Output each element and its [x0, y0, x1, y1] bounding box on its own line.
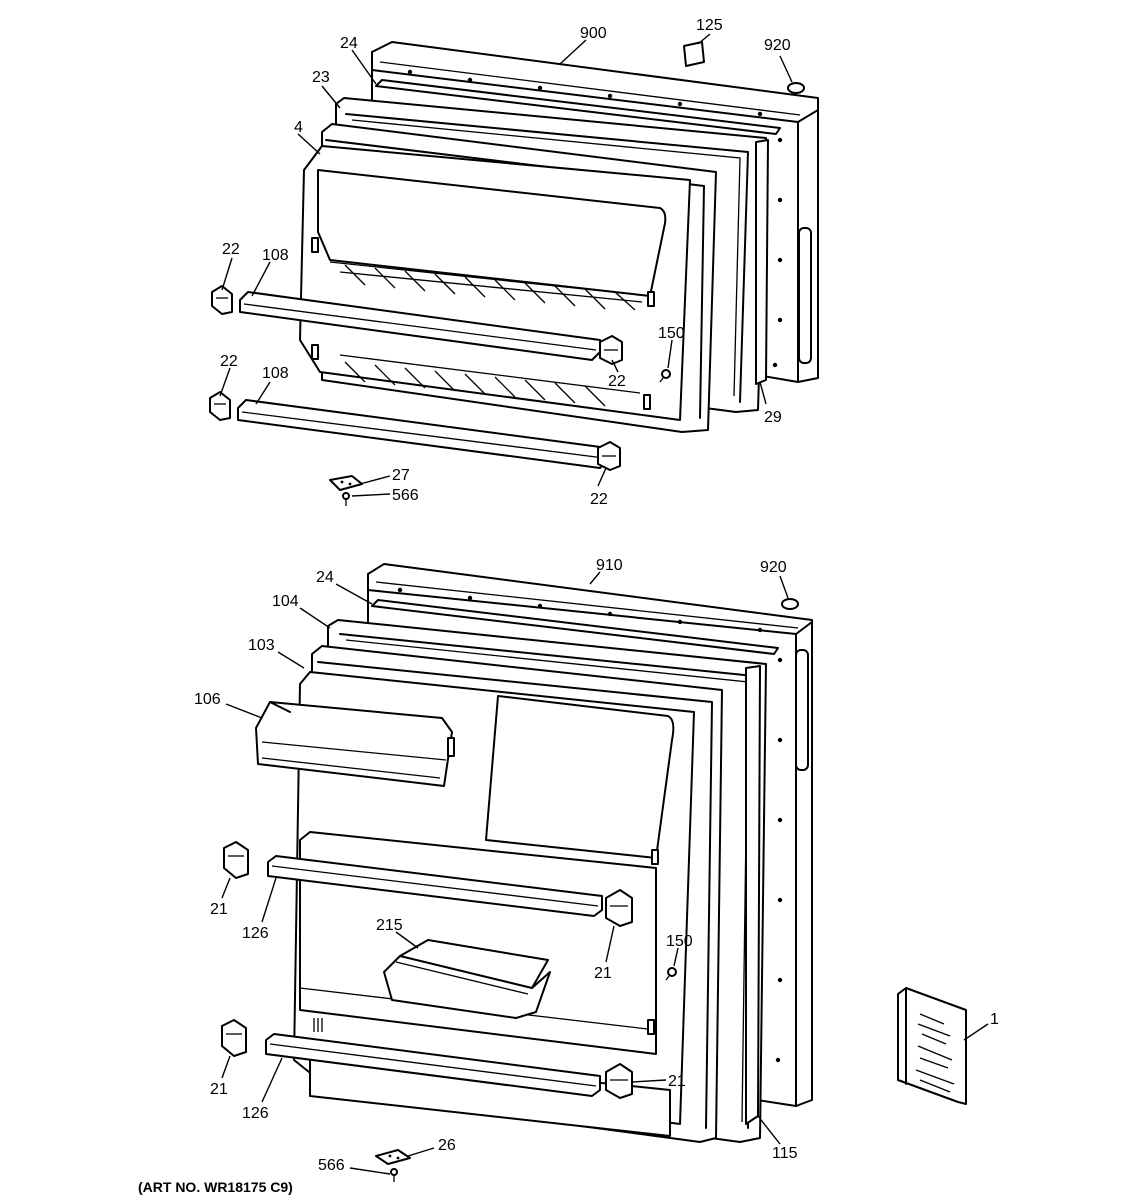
callout-22-c: 22: [608, 373, 626, 390]
callout-566-top: 566: [392, 487, 419, 504]
owners-manual: [897, 987, 967, 1105]
callout-900: 900: [580, 25, 607, 42]
callout-566-bottom: 566: [318, 1157, 345, 1174]
freezer-hinge-part: [329, 475, 363, 491]
fresh-food-side-trim: [745, 665, 761, 1125]
callout-21-c: 21: [210, 1081, 228, 1098]
fresh-food-shelf-upper: [267, 855, 603, 917]
freezer-clip-upper-right: [599, 335, 623, 365]
fresh-food-dairy-door: [255, 701, 455, 787]
fresh-food-callouts: 910 920 24 104 103 106 21 126 215 150 21…: [194, 557, 798, 1174]
freezer-callouts: 900 125 920 24 23 4 22 108 22 108 150 22…: [220, 17, 791, 508]
callout-126-b: 126: [242, 1105, 269, 1122]
callout-24-top: 24: [340, 35, 358, 52]
fresh-food-plug: [781, 598, 799, 610]
callout-104: 104: [272, 593, 299, 610]
callout-910: 910: [596, 557, 623, 574]
fresh-food-clip-upper-left: [223, 841, 249, 879]
callout-215: 215: [376, 917, 403, 934]
callout-21-d: 21: [668, 1073, 686, 1090]
callout-103: 103: [248, 637, 275, 654]
callout-108-a: 108: [262, 247, 289, 264]
callout-106: 106: [194, 691, 221, 708]
callout-920-top: 920: [764, 37, 791, 54]
freezer-clip-lower-right: [597, 441, 621, 471]
freezer-hinge-screw: [342, 492, 350, 506]
fresh-food-screw: [665, 967, 677, 981]
callout-1: 1: [990, 1011, 999, 1028]
callout-21-a: 21: [210, 901, 228, 918]
fresh-food-hinge-part: [375, 1149, 411, 1165]
callout-23: 23: [312, 69, 330, 86]
freezer-clip-upper-left: [211, 285, 233, 315]
callout-26: 26: [438, 1137, 456, 1154]
freezer-screw: [659, 369, 671, 383]
fresh-food-shelf-lower: [265, 1033, 601, 1097]
freezer-clip-lower-left: [209, 391, 231, 421]
fresh-food-egg-bin: [383, 939, 551, 1019]
fresh-food-clip-lower-right: [605, 1063, 633, 1099]
freezer-side-trim: [755, 139, 769, 385]
fresh-food-clip-lower-left: [221, 1019, 247, 1057]
callout-29: 29: [764, 409, 782, 426]
leader-lines: [219, 33, 989, 1175]
callout-108-b: 108: [262, 365, 289, 382]
callout-21-b: 21: [594, 965, 612, 982]
fresh-food-door-trim: [371, 599, 779, 655]
freezer-liner: [299, 123, 717, 433]
art-number-caption: (ART NO. WR18175 C9): [138, 1179, 293, 1195]
callout-22-a: 22: [222, 241, 240, 258]
callout-126-a: 126: [242, 925, 269, 942]
freezer-vent-plate: [683, 41, 705, 67]
callout-22-d: 22: [590, 491, 608, 508]
callout-115: 115: [772, 1145, 798, 1162]
freezer-plug: [787, 82, 805, 94]
callout-22-b: 22: [220, 353, 238, 370]
freezer-door-trim: [375, 79, 781, 135]
callout-4: 4: [294, 119, 303, 136]
callout-27: 27: [392, 467, 410, 484]
fresh-food-hinge-screw: [390, 1168, 398, 1182]
callout-150-top: 150: [658, 325, 685, 342]
callout-150-bottom: 150: [666, 933, 693, 950]
fresh-food-clip-upper-right: [605, 889, 633, 927]
callout-920-bottom: 920: [760, 559, 787, 576]
callout-24-bottom: 24: [316, 569, 334, 586]
callout-125: 125: [696, 17, 723, 34]
